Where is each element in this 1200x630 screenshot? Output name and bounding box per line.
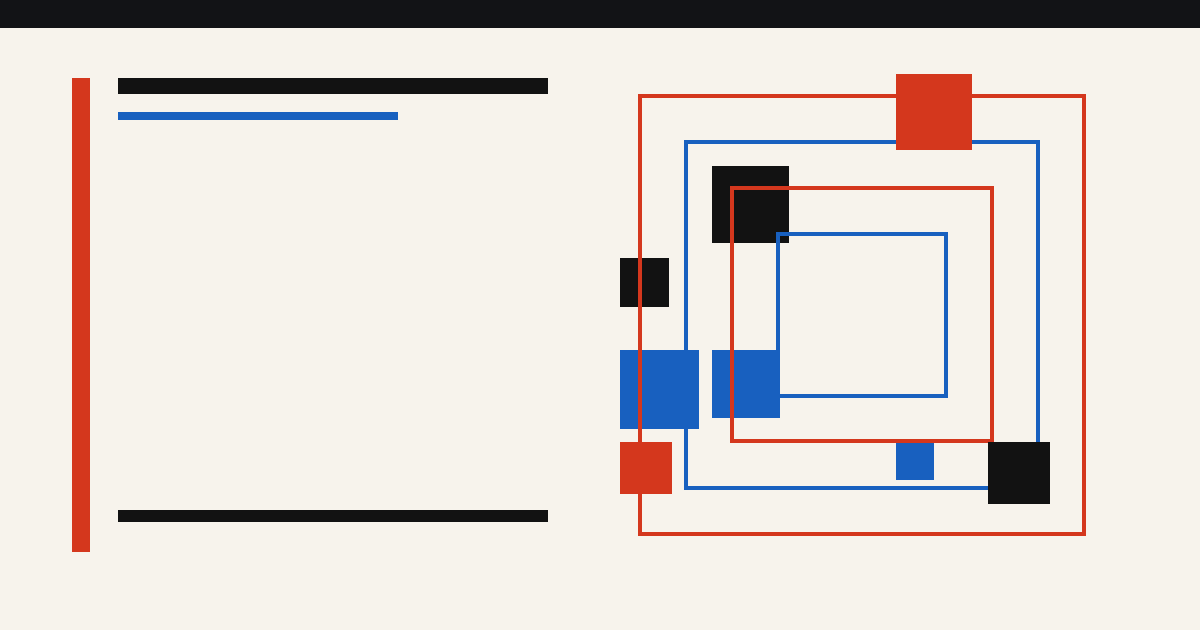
outer-red-frame xyxy=(638,94,1086,536)
title-placeholder-bar xyxy=(118,78,548,94)
subtitle-placeholder-bar xyxy=(118,112,398,120)
black-square-upper xyxy=(712,166,789,243)
left-accent-bar xyxy=(72,78,90,552)
black-square-left xyxy=(620,258,669,307)
black-square-bottom-right xyxy=(988,442,1050,504)
inner-red-frame xyxy=(730,186,994,443)
red-square-bottom-left xyxy=(620,442,672,494)
footer-placeholder-bar xyxy=(118,510,548,522)
blue-square-left-small xyxy=(712,350,780,418)
blue-square-bottom xyxy=(896,442,934,480)
top-bar xyxy=(0,0,1200,28)
blue-frame xyxy=(684,140,1040,490)
red-square-top xyxy=(896,74,972,150)
inner-blue-frame xyxy=(776,232,948,398)
